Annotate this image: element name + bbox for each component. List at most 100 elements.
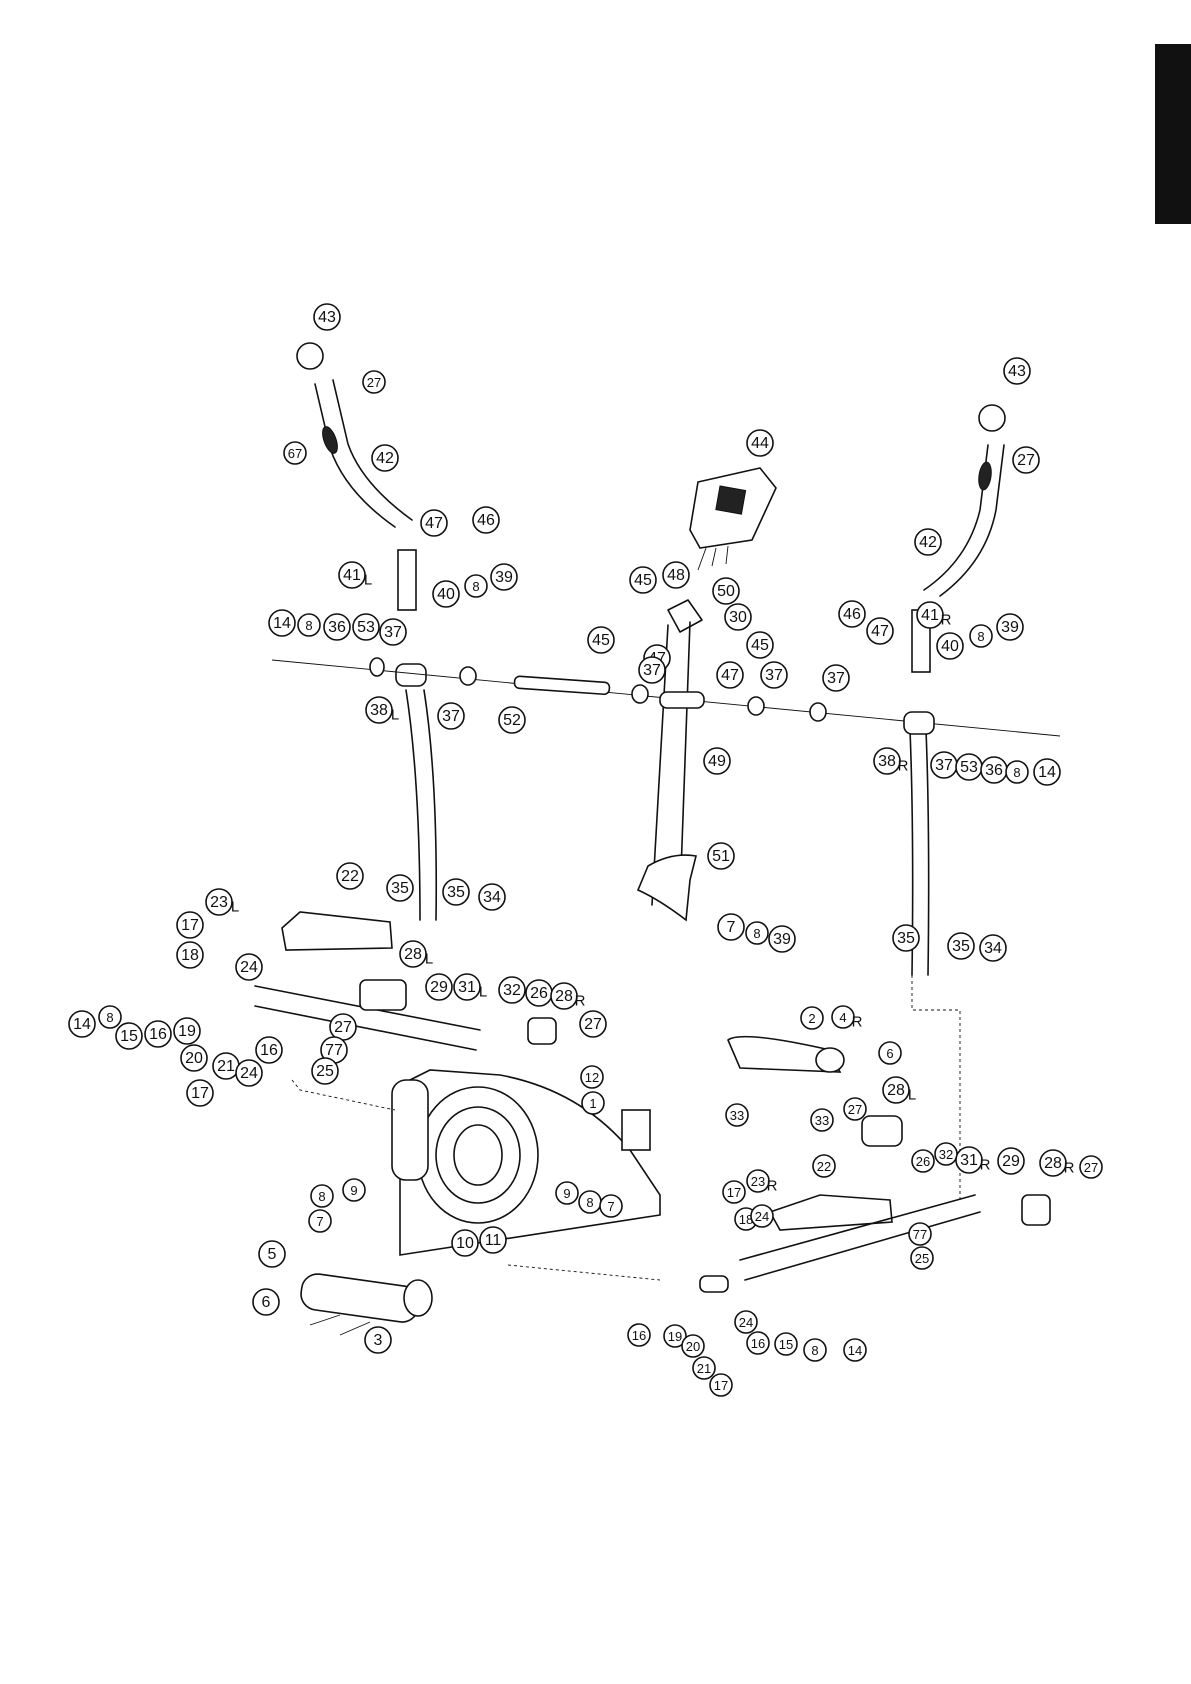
bolt-6-left-b [339,1321,371,1336]
callout-14: 14 [1033,758,1061,786]
callout-number: 7 [316,1214,323,1229]
callout-circle [681,1334,705,1358]
callout-circle [310,1184,334,1208]
callout-43: 43 [313,303,341,331]
callout-16: 16 [144,1020,172,1048]
callout-circle [580,1065,604,1089]
callout-number: 29 [430,979,448,996]
callout-number: 27 [1017,452,1035,469]
callout-number: 25 [915,1251,929,1266]
callout-number: 8 [586,1195,593,1210]
callout-17: 17 [709,1373,733,1397]
left-bushing-37b [459,666,477,686]
callout-45: 45 [587,626,615,654]
right-bushing-37 [809,702,827,722]
callout-77: 77 [320,1036,348,1064]
callout-42: 42 [914,528,942,556]
callout-number: 42 [919,534,937,551]
callout-number: 16 [632,1328,646,1343]
callout-53: 53 [352,613,380,641]
left-pivot-housing [395,663,427,687]
callout-circle [707,842,735,870]
callout-number: 42 [376,450,394,467]
callout-number: 27 [1084,1160,1098,1175]
callout-number: 14 [1038,764,1056,781]
callout-circle [746,1169,770,1193]
callout-number: 67 [288,446,302,461]
callout-number: 24 [240,1065,258,1082]
callout-circle [478,883,506,911]
frame-bracket-12 [621,1109,651,1151]
callout-circle [420,509,448,537]
callout-number: 50 [717,583,735,600]
callout-number: 33 [730,1108,744,1123]
callout-number: 28 [404,946,422,963]
callout-number: 48 [667,567,685,584]
callout-35: 35 [947,932,975,960]
callout-3: 3 [364,1326,392,1354]
callout-14: 14 [68,1010,96,1038]
callout-circle [746,429,774,457]
callout-21: 21 [212,1052,240,1080]
callout-circle [283,441,307,465]
callout-side-letter: L [425,951,433,968]
callout-number: 16 [149,1026,167,1043]
callout-34: 34 [979,934,1007,962]
callout-circle [831,1005,855,1029]
callout-number: 8 [318,1189,325,1204]
callout-circle [464,574,488,598]
callout-7: 7 [717,913,745,941]
callout-circle [750,1204,774,1228]
console-cables [697,545,729,571]
callout-number: 35 [897,930,915,947]
callout-8: 8 [310,1184,334,1208]
callout-number: 26 [916,1154,930,1169]
callout-circle [371,444,399,472]
callout-circle [472,506,500,534]
callout-circle [725,1103,749,1127]
callout-33: 33 [725,1103,749,1127]
callout-5: 5 [258,1240,286,1268]
callout-number: 49 [708,753,726,770]
callout-number: 52 [503,712,521,729]
callout-number: 36 [328,619,346,636]
callout-number: 8 [753,926,760,941]
left-pedal-23L [281,911,393,951]
callout-circle [910,1246,934,1270]
frame-front-post [391,1079,429,1181]
section-tab-marker [1155,44,1191,224]
callout-number: 77 [913,1227,927,1242]
callout-37: 37 [930,751,958,779]
callout-circle [399,940,427,968]
callout-8: 8 [464,574,488,598]
callout-circle [774,1332,798,1356]
callout-number: 53 [960,759,978,776]
callout-number: 45 [634,572,652,589]
callout-number: 21 [217,1058,235,1075]
callout-37: 37 [822,664,850,692]
callout-32: 32 [934,1142,958,1166]
callout-number: 6 [886,1046,893,1061]
callout-circle [878,1041,902,1065]
callout-circle [803,1338,827,1362]
callout-number: 35 [447,884,465,901]
right-upper-handlebar [923,444,989,591]
callout-53: 53 [955,753,983,781]
callout-22: 22 [336,862,364,890]
callout-39: 39 [996,613,1024,641]
callout-number: 25 [316,1063,334,1080]
callout-circle [662,561,690,589]
callout-number: 35 [952,938,970,955]
callout-circle [716,661,744,689]
callout-number: 45 [592,632,610,649]
callout-24: 24 [235,1059,263,1087]
callout-circle [1079,1155,1103,1179]
right-pedal-arm-rail-edge [744,1211,981,1281]
callout-number: 20 [686,1339,700,1354]
right-pedal-23R [768,1194,893,1231]
